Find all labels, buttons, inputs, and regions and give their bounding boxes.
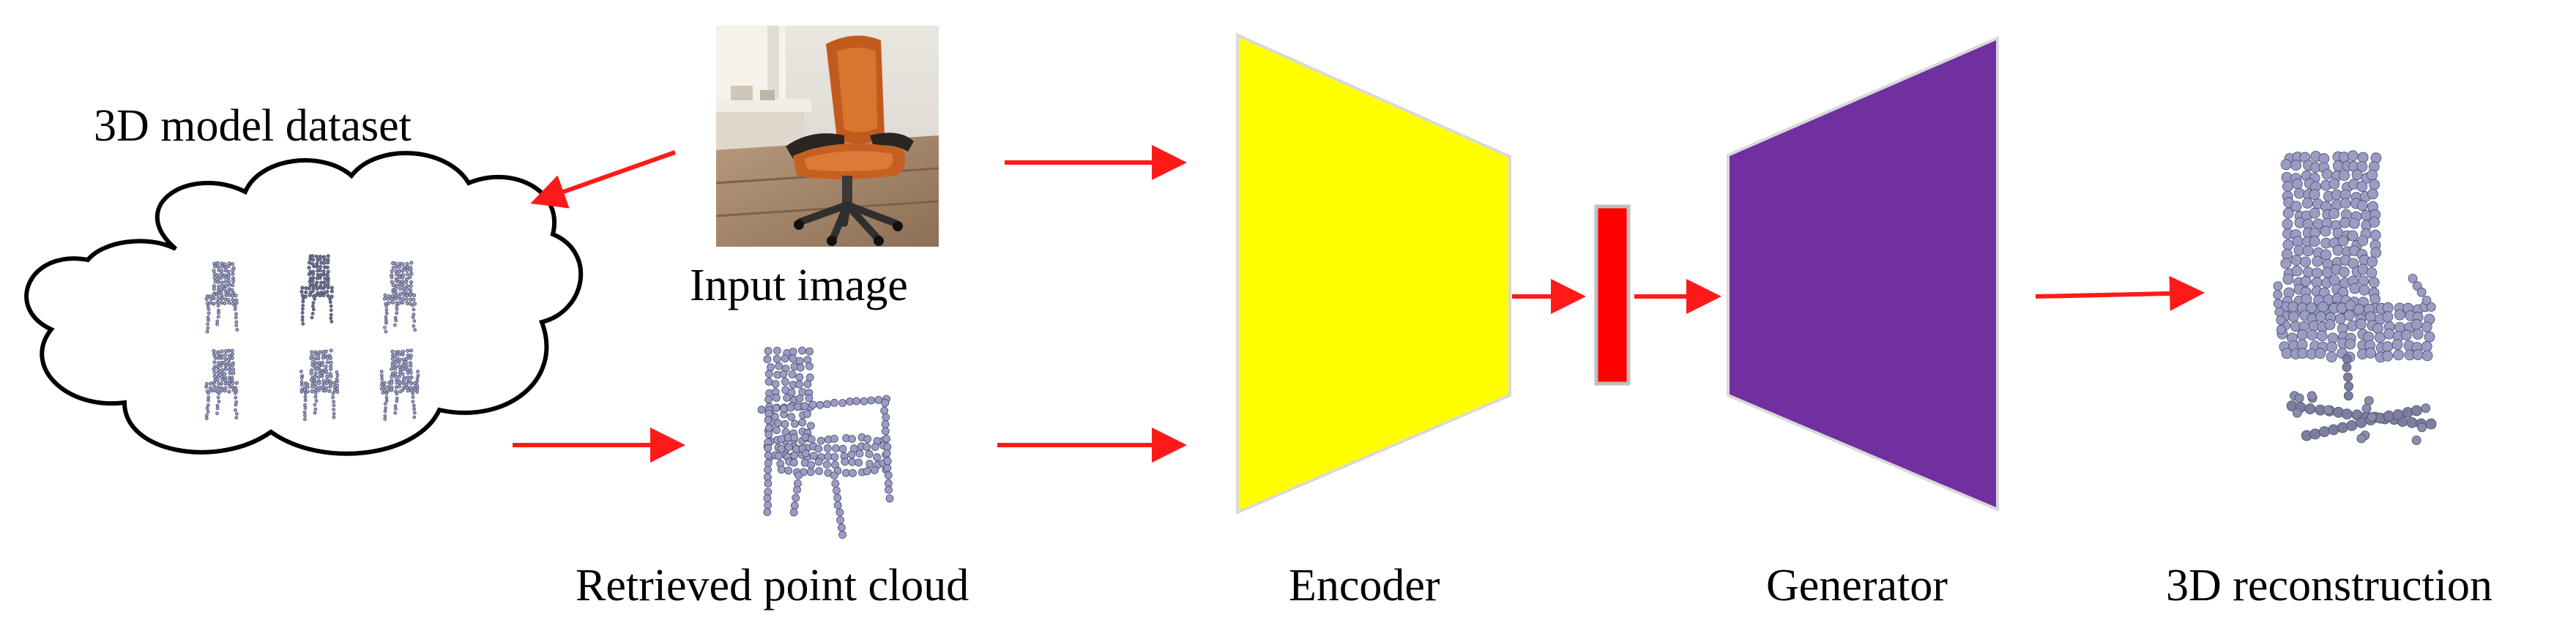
input-image-label: Input image — [690, 261, 908, 310]
reconstruction-point-cloud — [2273, 150, 2437, 445]
dataset-label: 3D model dataset — [94, 101, 412, 151]
arrow-generator-to-output — [2035, 275, 2205, 311]
retrieved-point-cloud-label: Retrieved point cloud — [576, 561, 969, 611]
reconstruction-label: 3D reconstruction — [2166, 561, 2493, 611]
encoder-block — [1236, 32, 1511, 515]
input-image-photo — [715, 26, 939, 247]
latent-vector — [1594, 204, 1631, 386]
dataset-cloud — [24, 151, 584, 456]
dataset-chair-grid — [204, 254, 420, 422]
generator-label: Generator — [1766, 561, 1948, 611]
arrow-image-to-dataset — [530, 150, 677, 209]
generator-block — [1727, 35, 1999, 512]
cloud-outline — [24, 151, 584, 456]
retrieved-point-cloud — [757, 346, 894, 539]
arrows — [513, 145, 2205, 463]
encoder-label: Encoder — [1289, 561, 1440, 611]
